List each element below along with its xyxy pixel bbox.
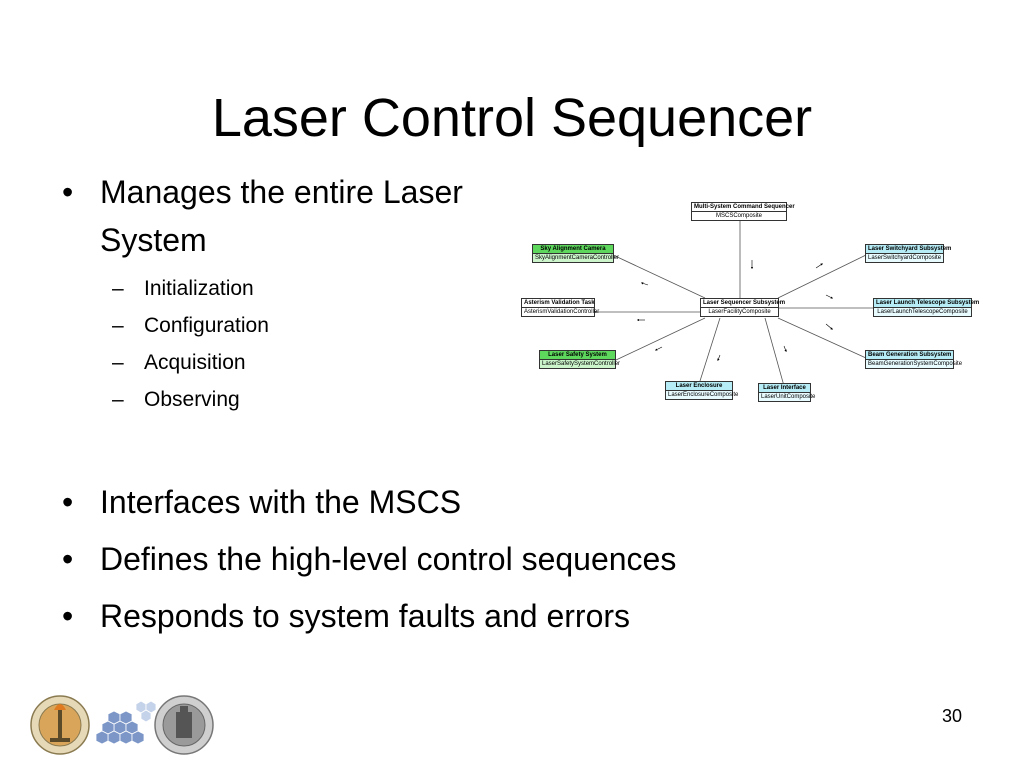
node-launch-telescope: Laser Launch Telescope Subsystem LaserLa… [873,298,980,317]
sub-bullet-configuration: Configuration [104,307,522,344]
node-enclosure-name: Laser Enclosure [666,382,732,391]
connector-enclosure [699,317,721,382]
arrow-launch [825,294,834,299]
sub-bullet-acquisition: Acquisition [104,344,522,381]
uc-seal-icon [154,695,214,755]
node-sky-alignment-camera: Sky Alignment Camera SkyAlignmentCameraC… [532,244,620,263]
node-safety-type: LaserSafetySystemController [540,360,621,368]
node-beam-type: BeamGenerationSystemComposite [866,360,963,368]
node-center-type: LaserFacilityComposite [701,308,778,316]
arrow-enclosure [717,354,721,362]
node-laser-switchyard: Laser Switchyard Subsystem LaserSwitchya… [865,244,952,263]
node-enclosure-type: LaserEnclosureComposite [666,391,739,399]
node-beam-name: Beam Generation Subsystem [866,351,953,360]
bullet-list-top: Manages the entire Laser System Initiali… [62,168,522,418]
node-mscs: Multi-System Command Sequencer MSCSCompo… [691,202,795,221]
connector-interface [764,317,785,387]
node-laser-interface: Laser Interface LaserUnitComposite [758,383,816,402]
node-asterism-type: AsterismValidationController [522,308,600,316]
node-sky-name: Sky Alignment Camera [533,245,613,254]
bullet-responds: Responds to system faults and errors [62,592,822,640]
sub-bullet-list: Initialization Configuration Acquisition… [104,270,522,418]
node-laser-sequencer: Laser Sequencer Subsystem LaserFacilityC… [700,298,786,317]
connector-sky [612,254,706,299]
node-mscs-type: MSCSComposite [692,212,786,220]
node-launch-name: Laser Launch Telescope Subsystem [874,299,980,308]
node-switchyard-type: LaserSwitchyardComposite [866,254,943,262]
footer-logos [30,695,214,755]
bullet-manages: Manages the entire Laser System Initiali… [62,168,522,418]
arrow-sky [640,282,649,286]
arrow-interface [783,345,787,353]
sub-bullet-observing: Observing [104,381,522,418]
node-laser-safety: Laser Safety System LaserSafetySystemCon… [539,350,621,369]
tmt-mirror-segments-icon [95,700,157,745]
bullet-list-bottom: Interfaces with the MSCS Defines the hig… [62,478,822,649]
node-mscs-name: Multi-System Command Sequencer [692,203,795,212]
bullet-interfaces: Interfaces with the MSCS [62,478,822,526]
connector-switchyard [777,254,867,299]
caltech-seal-icon [30,695,90,755]
node-launch-type: LaserLaunchTelescopeComposite [874,308,971,316]
node-asterism-validation: Asterism Validation Task AsterismValidat… [521,298,600,317]
node-interface-name: Laser Interface [759,384,810,393]
node-switchyard-name: Laser Switchyard Subsystem [866,245,952,254]
node-laser-enclosure: Laser Enclosure LaserEnclosureComposite [665,381,739,400]
slide-title: Laser Control Sequencer [211,88,813,148]
node-interface-type: LaserUnitComposite [759,393,816,401]
arrow-switchyard [815,263,823,269]
node-beam-generation: Beam Generation Subsystem BeamGeneration… [865,350,963,369]
diagram-connectors [594,219,873,387]
bullet-defines: Defines the high-level control sequences [62,535,822,583]
subsystem-diagram: Multi-System Command Sequencer MSCSCompo… [520,198,980,406]
node-center-name: Laser Sequencer Subsystem [701,299,786,308]
sub-bullet-initialization: Initialization [104,270,522,307]
arrow-beam [825,323,833,330]
node-sky-type: SkyAlignmentCameraController [533,254,620,262]
node-safety-name: Laser Safety System [540,351,615,360]
bullet-manages-text: Manages the entire Laser System [100,174,463,258]
connector-safety [615,317,706,361]
connector-beam [777,317,867,359]
page-number: 30 [941,706,962,726]
arrow-safety [654,346,663,351]
node-asterism-name: Asterism Validation Task [522,299,595,308]
